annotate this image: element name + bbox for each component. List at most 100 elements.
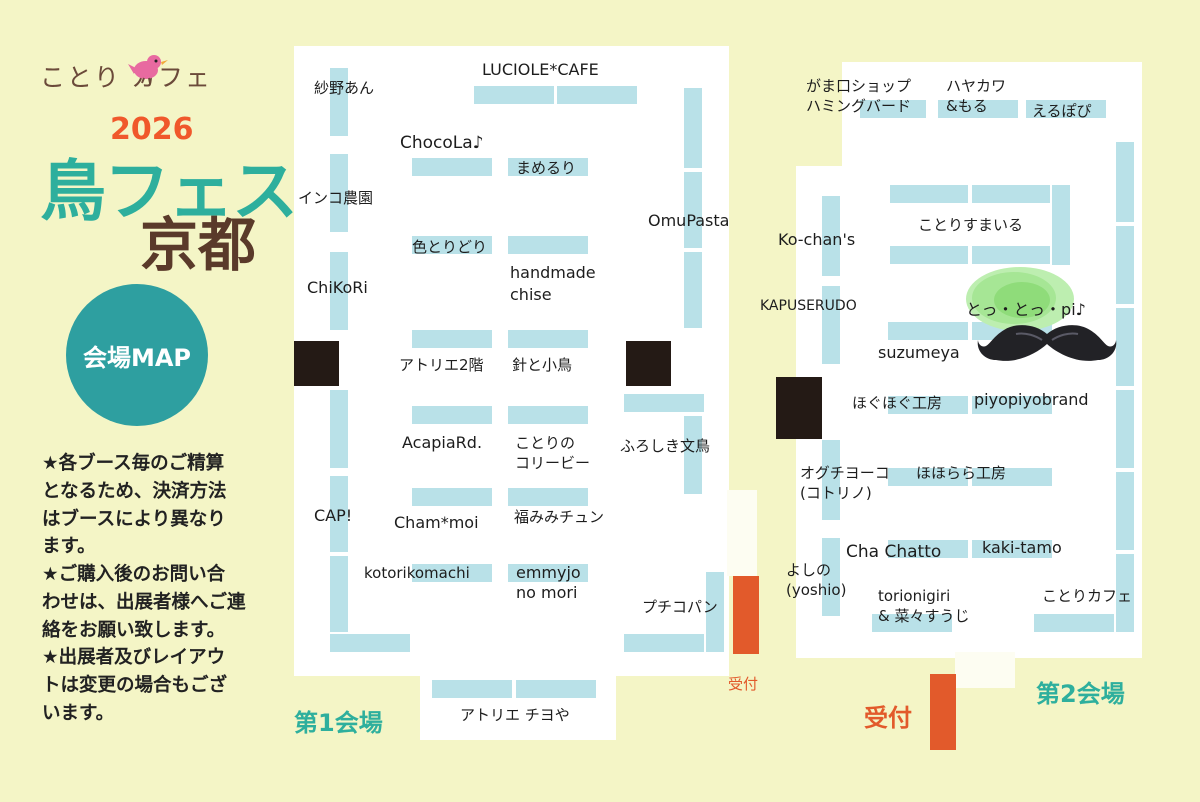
booth-desk	[1116, 554, 1134, 632]
highlight-blob	[964, 264, 1076, 334]
hall1-entrance	[727, 490, 757, 576]
booth-desk	[972, 185, 1050, 203]
booth-desk	[330, 252, 348, 330]
booth-desk	[1026, 100, 1106, 118]
booth-desk	[412, 406, 492, 424]
booth-mamemeruri: まめるり	[516, 159, 577, 177]
booth-kaki-tamo: kaki-tamo	[982, 538, 1062, 557]
booth-irotoridori: 色とりどり	[412, 238, 488, 256]
note-line: 絡をお願い致します。	[42, 619, 226, 641]
booth-desk	[972, 396, 1052, 414]
booth-desk	[508, 564, 588, 582]
booth-desk	[330, 556, 348, 632]
booth-desk	[330, 634, 410, 652]
note-line: ★出展者及びレイアウ	[42, 647, 226, 669]
booth-cap: CAP!	[314, 506, 353, 525]
booth-desk	[412, 236, 492, 254]
booth-desk	[890, 246, 968, 264]
booth-desk	[822, 286, 840, 364]
booth-hoguhogu-kobo: ほぐほぐ工房	[852, 394, 943, 412]
booth-inko-nouen: インコ農園	[298, 189, 374, 207]
booth-desk	[888, 322, 968, 340]
booth-kotori-cafe: ことりカフェ	[1042, 587, 1133, 605]
brand-name: ことり カフェ	[40, 63, 212, 92]
booth-desk	[684, 172, 702, 248]
mustache-icon	[976, 320, 1118, 370]
booth-puchikopan: プチコパン	[642, 598, 718, 616]
booth-sayano-an: 紗野あん	[314, 79, 375, 97]
booth-oguchi-yoko: オグチヨーコ (コトリノ)	[800, 464, 890, 503]
booth-chocola: ChocoLa♪	[400, 133, 484, 153]
hall1-label: 第1会場	[294, 709, 383, 737]
booth-kapuserudo: KAPUSERUDO	[760, 298, 857, 314]
booth-hari-to-kotori: 針と小鳥	[512, 356, 573, 374]
booth-desk	[972, 540, 1052, 558]
booth-desk	[684, 88, 702, 168]
event-city: 京都	[140, 211, 257, 279]
booth-desk	[412, 158, 492, 176]
pillar	[294, 341, 339, 386]
booth-desk	[474, 86, 554, 104]
hall2-reception-label: 受付	[864, 704, 912, 732]
booth-furoshiki-buncho: ふろしき文鳥	[620, 437, 711, 455]
booth-kotori-no-kolibi: ことりの コリービー	[515, 434, 591, 473]
map-badge: 会場MAP	[66, 284, 208, 426]
booth-desk	[412, 564, 492, 582]
booth-ko-chans: Ko-chan's	[778, 230, 856, 249]
booth-desk	[412, 488, 492, 506]
booth-desk	[508, 236, 588, 254]
booth-desk	[508, 330, 588, 348]
booth-desk	[1052, 185, 1070, 265]
booth-piyopiyobrand: piyopiyobrand	[974, 390, 1089, 409]
booth-torionigiri: torionigiri & 菜々すうじ	[878, 587, 970, 625]
booth-desk	[706, 572, 724, 652]
booth-cha-chatto: Cha Chatto	[846, 542, 942, 562]
booth-desk	[1116, 226, 1134, 304]
pillar	[626, 341, 671, 386]
booth-atelier-chiyoya: アトリエ チヨや	[460, 706, 570, 724]
booth-gamaguchi: がま口ショップ ハミングバード	[806, 77, 912, 115]
note-line: ★各ブース毎のご精算	[42, 453, 225, 474]
booth-desk	[624, 634, 704, 652]
booth-desk	[330, 476, 348, 552]
booth-acapia-rd: AcapiaRd.	[402, 433, 483, 452]
booth-desk	[822, 196, 840, 276]
booth-desk	[508, 488, 588, 506]
booth-desk	[1116, 472, 1134, 550]
booth-cham-moi: Cham*moi	[394, 513, 479, 532]
bird-icon	[126, 50, 176, 88]
map-badge-label: 会場MAP	[82, 343, 192, 372]
booth-desk	[822, 538, 840, 616]
hall2-entrance	[955, 652, 1015, 688]
booth-desk	[330, 154, 348, 232]
booth-desk	[938, 100, 1018, 118]
hall2-floor	[796, 166, 1142, 658]
booth-omupasta: OmuPasta	[648, 211, 730, 230]
booth-desk	[872, 614, 952, 632]
note-line: はブースにより異なり	[42, 508, 226, 530]
booth-desk	[624, 394, 704, 412]
booth-desk	[508, 406, 588, 424]
booth-desk	[1116, 308, 1134, 386]
booth-desk	[330, 68, 348, 136]
booth-hohorara-kobo: ほほらら工房	[916, 464, 1007, 482]
booth-desk	[888, 468, 968, 486]
note-line: トは変更の場合もござ	[42, 675, 228, 696]
booth-desk	[684, 252, 702, 328]
note-line: ★ご購入後のお問い合	[42, 564, 226, 585]
booth-desk	[888, 396, 968, 414]
booth-chikori: ChiKoRi	[307, 278, 368, 297]
booth-emmyjo-no-mori: emmyjo no mori	[516, 563, 581, 602]
pillar	[776, 377, 822, 439]
booth-kotorikomachi: kotorikomachi	[364, 564, 470, 582]
hall2-label: 第2会場	[1036, 680, 1125, 708]
booth-atelier-2kai: アトリエ2階	[399, 356, 484, 374]
booth-desk	[972, 246, 1050, 264]
note-line: となるため、決済方法	[42, 480, 227, 502]
booth-suzumeya: suzumeya	[878, 343, 960, 362]
booth-desk	[508, 158, 588, 176]
hall2-reception-desk	[930, 674, 956, 750]
booth-desk	[890, 185, 968, 203]
booth-desk	[516, 680, 596, 698]
booth-desk	[1116, 142, 1134, 222]
